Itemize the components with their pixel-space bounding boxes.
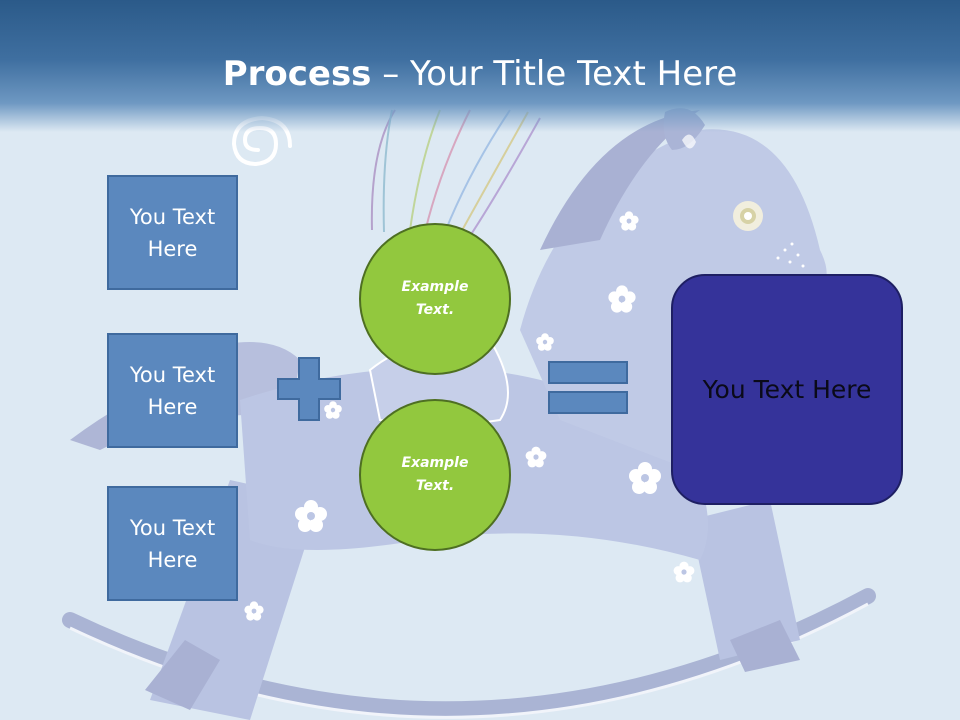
plus-icon [277,357,341,421]
slide-title: Process – Your Title Text Here [0,50,960,98]
result-box[interactable]: You Text Here [671,274,903,505]
example-circle-1[interactable]: Example Text. [359,223,511,375]
input-box-3[interactable]: You Text Here [107,486,238,601]
input-box-2[interactable]: You Text Here [107,333,238,448]
title-bar [0,0,960,132]
example-circle-2[interactable]: Example Text. [359,399,511,551]
flower-icon [244,211,695,621]
title-strong: Process [222,54,372,94]
title-rest: – Your Title Text Here [371,54,738,94]
equals-icon [548,361,628,414]
input-box-1[interactable]: You Text Here [107,175,238,290]
